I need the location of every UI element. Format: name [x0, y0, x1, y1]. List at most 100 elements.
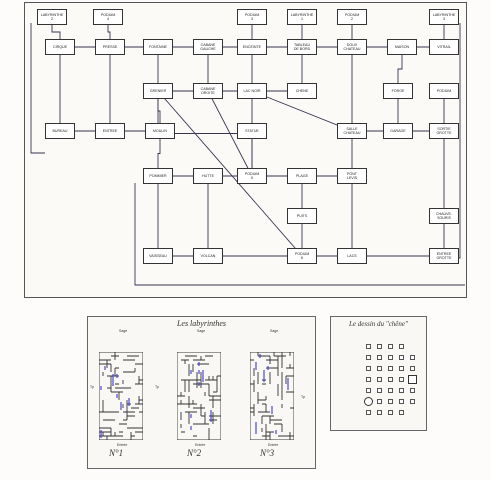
maze-1 — [99, 352, 143, 440]
chene-square — [388, 388, 393, 393]
map-node-podium6: PODIUM 6 — [287, 248, 317, 264]
map-node-tableau: TABLEAU DE BORD — [287, 39, 317, 55]
chene-square — [377, 377, 382, 382]
map-connection-grenier-moulin — [157, 91, 161, 131]
maze-sage-label-2: Sage — [197, 329, 206, 333]
maze-sage-label-3: Sage — [270, 329, 279, 333]
map-node-chauvesouris: CHAUVE- SOURIS — [429, 208, 459, 224]
chene-square — [399, 410, 404, 415]
chene-square — [388, 366, 393, 371]
map-node-puits: PUITS — [287, 208, 317, 224]
maze-number-3: N°3 — [260, 448, 275, 458]
map-node-grenier: GRENIER — [143, 83, 173, 99]
chene-square — [410, 399, 415, 404]
map-node-moulin: MOULIN — [145, 123, 175, 139]
map-node-douxchateau: DOUX CHATEAU — [337, 39, 367, 55]
chene-square — [377, 399, 382, 404]
maze-sage-label-1: Sage — [119, 329, 128, 333]
maze-tp-label-1: Tp — [155, 385, 160, 389]
chene-square — [366, 388, 371, 393]
chene-square — [366, 355, 371, 360]
map-node-vitrail: VITRAIL — [429, 39, 459, 55]
map-outer-path-0 — [30, 23, 45, 154]
map-node-podium3: PODIUM 3 — [237, 9, 267, 25]
map-connection-moulin-pommier — [157, 131, 161, 176]
map-node-podium2: PODIUM 2 — [337, 9, 367, 25]
map-node-garage: GARAGE — [383, 123, 413, 139]
map-node-sortiegrotte: SORTIE GROTTE — [429, 123, 459, 139]
chene-square — [410, 366, 415, 371]
maze-entree-label-3: Entrée — [268, 443, 279, 447]
chene-title: Le dessin du "chêne" — [349, 320, 408, 328]
chene-square — [388, 399, 393, 404]
maze-entree-label-2: Entrée — [195, 443, 206, 447]
map-node-pontlevis: PONT LEVIS — [337, 168, 367, 184]
map-diagonal-cabanedroite-podium5 — [207, 90, 253, 177]
map-node-cabanedroite: CABANE DROITE — [193, 83, 223, 99]
map-node-cabanegauche: CABANE GAUCHE — [193, 39, 223, 55]
chene-square — [410, 355, 415, 360]
map-node-sallechateau: SALLE CHATEAU — [337, 123, 367, 139]
map-node-podium4: PODIUM 4 — [93, 9, 123, 25]
map-node-lab1: LABYRINTHE 1 — [287, 9, 317, 25]
chene-square — [377, 355, 382, 360]
map-node-lab2: LABYRINTHE 2 — [37, 9, 67, 25]
map-diagonal-lacnoir-sallechateau — [251, 90, 353, 132]
maze-number-1: N°1 — [109, 448, 124, 458]
maze-tp-label-2: Tp — [301, 395, 306, 399]
maze-2 — [177, 352, 221, 440]
chene-square — [399, 344, 404, 349]
chene-square — [377, 410, 382, 415]
map-node-lab3: LABYRINTHE 3 — [429, 9, 459, 25]
map-node-plage: PLAGE — [287, 168, 317, 184]
map-outer-path-1 — [459, 23, 461, 259]
map-node-podium5: PODIUM 5 — [237, 168, 267, 184]
chene-square — [366, 410, 371, 415]
chene-square — [399, 366, 404, 371]
chene-square — [399, 399, 404, 404]
maze-number-2: N°2 — [187, 448, 202, 458]
map-node-pommier: POMMIER — [143, 168, 173, 184]
map-node-cirque: CIRQUE — [45, 39, 75, 55]
chene-square — [388, 355, 393, 360]
chene-panel: Le dessin du "chêne" — [330, 316, 427, 431]
chene-square — [388, 377, 393, 382]
map-node-bureau: BUREAU — [45, 123, 75, 139]
maze-tp-label-0: Tp — [90, 385, 95, 389]
chene-square — [388, 410, 393, 415]
map-node-maison: MAISON — [387, 39, 417, 55]
chene-square — [377, 388, 382, 393]
map-node-chene: CHENE — [287, 83, 317, 99]
map-node-volcan: VOLCAN — [193, 248, 223, 264]
map-node-vaisseau: VAISSEAU — [143, 248, 173, 264]
map-node-lacnoir: LAC NOIR — [237, 83, 267, 99]
chene-square — [399, 388, 404, 393]
chene-square — [377, 344, 382, 349]
map-node-entree: ENTREE — [95, 123, 125, 139]
map-node-fontaine: FONTAINE — [143, 39, 173, 55]
chene-square — [366, 344, 371, 349]
chene-square — [410, 388, 415, 393]
map-connection-maison-forge — [397, 47, 403, 91]
map-node-forge: FORGE — [383, 83, 413, 99]
labyrinths-title: Les labyrinthes — [176, 319, 227, 328]
maze-entree-label-1: Entrée — [117, 443, 128, 447]
map-node-enceinte: ENCEINTE — [237, 39, 267, 55]
map-connection-grenier-podium5 — [157, 91, 253, 176]
map-node-pressoir: PRESSE — [95, 39, 125, 55]
map-node-statue: STATUE — [237, 123, 267, 139]
map-node-entreegrotte: ENTREE GROTTE — [429, 248, 459, 264]
chene-square — [399, 355, 404, 360]
map-diagonal-grenier-podium6 — [157, 90, 303, 257]
chene-square — [364, 397, 373, 406]
chene-square — [377, 366, 382, 371]
world-map: LABYRINTHE 2 PODIUM 4 CIRQUE PRESSE FONTAINE… — [24, 2, 467, 298]
maze-3 — [250, 352, 294, 440]
chene-square — [408, 375, 417, 384]
map-node-hutte: HUTTE — [193, 168, 223, 184]
map-outer-path-2 — [134, 183, 465, 286]
map-node-lacs: LACS — [337, 248, 367, 264]
chene-square — [366, 366, 371, 371]
chene-square — [366, 377, 371, 382]
